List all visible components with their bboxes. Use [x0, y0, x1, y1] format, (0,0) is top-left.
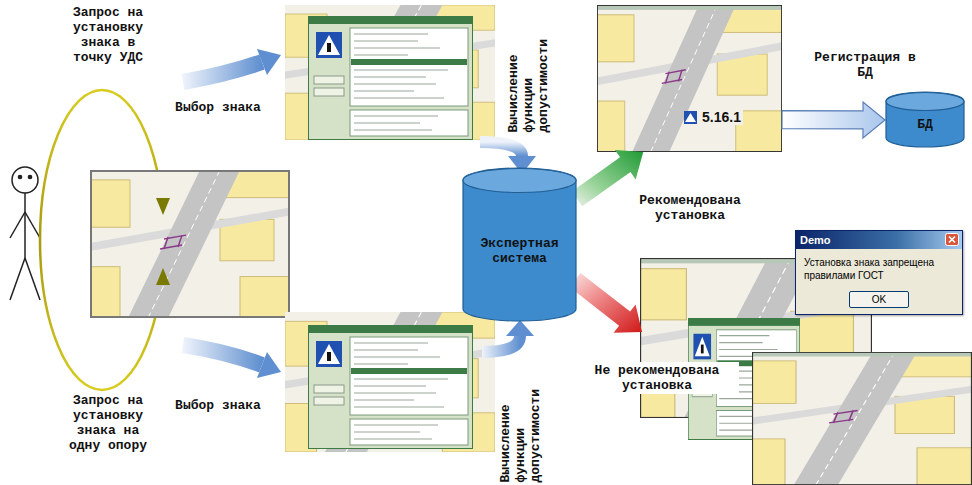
dialog-body: Установка знака запрещена правилами ГОСТ [796, 249, 962, 287]
map-screenshot-part [90, 170, 290, 318]
step-label: Выбор знака [168, 398, 268, 413]
dialog-button-row: OK [796, 287, 962, 314]
close-button [945, 233, 959, 246]
figure-leg [10, 258, 25, 300]
loop-arrowhead [156, 198, 170, 215]
cylinder-top [463, 169, 576, 193]
cylinder-body [886, 92, 964, 147]
figure-leg [25, 258, 40, 300]
figure-body [24, 193, 26, 258]
figure-arm [25, 212, 40, 238]
close-cross [949, 237, 955, 243]
figure-eye [28, 175, 31, 178]
edge-label: Регистрация в БД [805, 50, 925, 80]
cylinder-body [463, 168, 576, 321]
database-cylinder: БД [885, 92, 965, 148]
dialog-message: Установка знака запрещена правилами ГОСТ [804, 256, 954, 282]
step-label: Выбор знака [168, 100, 268, 115]
map-screenshot [752, 352, 972, 485]
block-arrowhead [257, 352, 281, 378]
request-label: Запрос на установку знака в точку УДС [62, 5, 154, 65]
map-screenshot-part [91, 171, 289, 317]
sign-dialog-screenshot [308, 325, 473, 449]
sign-dialog-screenshot-part [308, 325, 473, 449]
step-label: Вычисление функции допустимости [498, 362, 543, 482]
block-arrow [183, 345, 262, 365]
register-arrow [782, 102, 885, 138]
warning-dialog: DemoУстановка знака запрещена правилами … [795, 230, 963, 315]
sign-dialog-screenshot [308, 16, 473, 140]
node-label: БД [917, 117, 933, 132]
sign-code: 5.16.1 [700, 109, 743, 125]
map-screenshot-part [285, 312, 495, 452]
reject-arrow [570, 273, 643, 333]
map-screenshot-part [597, 5, 781, 151]
dialog-title: Demo [800, 234, 831, 246]
loop-arrowhead [156, 268, 170, 285]
node-label: Экспертная система [470, 236, 569, 266]
request-label: Запрос на установку знака на одну опору [62, 393, 154, 453]
cylinder-top [886, 93, 964, 111]
edge-label: Рекомендована установка [615, 193, 765, 223]
map-screenshot-part [597, 5, 782, 152]
node-text: БД [885, 92, 965, 148]
sign-icon [684, 111, 697, 124]
block-arrowhead [257, 49, 281, 75]
connector-layer-part [572, 102, 885, 206]
figure-head [12, 167, 38, 193]
map-screenshot-node: 5.16.1 [597, 5, 782, 152]
sign-dialog-screenshot-part [308, 16, 473, 140]
stick-figure [10, 167, 40, 300]
map-screenshot [285, 5, 495, 140]
expert-system-cylinder: Экспертная система [462, 168, 577, 322]
result-label: Не рекомендована установка [575, 362, 739, 394]
map-screenshot [597, 5, 782, 152]
figure-eye [18, 175, 21, 178]
block-arrowhead [506, 320, 534, 336]
map-screenshot-part [285, 5, 495, 140]
map-screenshot [90, 170, 290, 318]
map-screenshot-part [752, 352, 972, 485]
step-label: Вычисление функции допустимости [506, 12, 551, 132]
recommend-arrow [572, 150, 643, 206]
node-text: Экспертная система [462, 168, 577, 322]
block-arrow [480, 142, 522, 156]
map-screenshot-part [753, 352, 972, 484]
figure-arm [10, 212, 25, 238]
close-button [946, 234, 959, 246]
sign-icon [685, 113, 696, 122]
block-arrow [183, 62, 262, 82]
dialog-title-bar: Demo [796, 231, 962, 249]
block-arrow [482, 336, 520, 352]
map-screenshot [285, 312, 495, 452]
dialog-button: OK [849, 291, 909, 308]
